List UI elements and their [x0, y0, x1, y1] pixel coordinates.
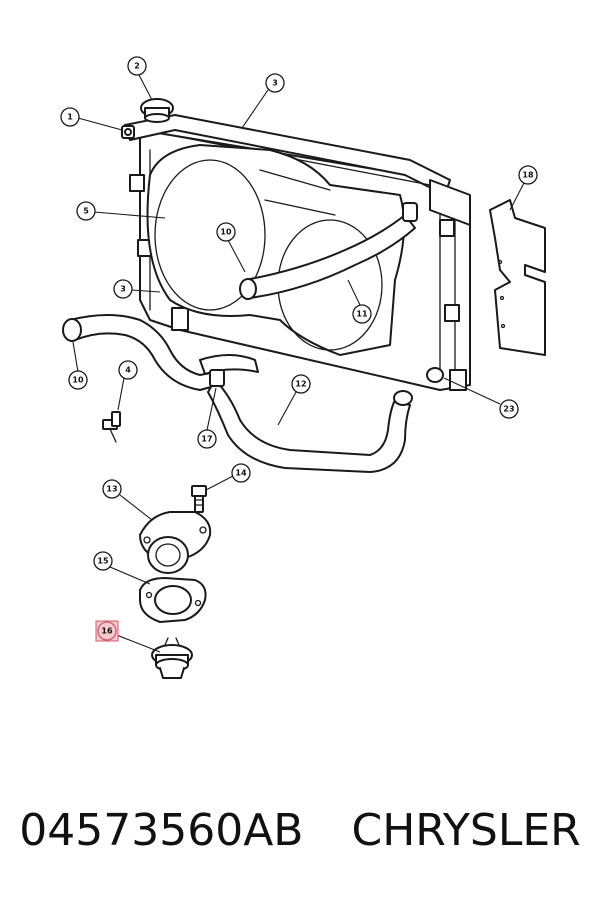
svg-text:3: 3: [272, 79, 278, 88]
fan-shroud: [146, 144, 405, 356]
svg-text:5: 5: [83, 207, 89, 216]
mount-bracket: [444, 304, 460, 322]
radiator-foot: [171, 307, 189, 331]
callout-16[interactable]: 16: [97, 621, 117, 641]
callout-12: 12: [291, 374, 311, 394]
callout-2: 2: [127, 56, 147, 76]
svg-text:15: 15: [97, 557, 109, 566]
callout-15: 15: [93, 551, 113, 571]
air-seal: [489, 199, 546, 356]
upper-radiator-hose: [239, 202, 418, 300]
svg-text:23: 23: [503, 405, 514, 414]
svg-text:14: 14: [235, 469, 247, 478]
side-bracket: [429, 179, 471, 226]
svg-text:4: 4: [125, 366, 131, 375]
svg-text:13: 13: [106, 485, 117, 494]
callout-3-top: 3: [265, 73, 285, 93]
radiator-parts-diagram: 1 2 3 5 3 10 11 10 4 17 12 18 23 14 13 1…: [60, 56, 546, 679]
thermostat-housing: [139, 511, 212, 574]
svg-text:12: 12: [295, 380, 306, 389]
callout-23: 23: [499, 399, 519, 419]
callout-17: 17: [197, 429, 217, 449]
callout-3-side: 3: [113, 279, 133, 299]
svg-text:16: 16: [101, 627, 113, 636]
callout-10-lower: 10: [68, 370, 88, 390]
callout-5: 5: [76, 201, 96, 221]
radiator-foot: [449, 369, 467, 391]
svg-text:11: 11: [356, 310, 368, 319]
svg-text:10: 10: [220, 228, 232, 237]
callout-1: 1: [60, 107, 80, 127]
mount-bracket: [439, 219, 455, 237]
hose-clamp: [209, 369, 225, 387]
housing-bolt: [191, 485, 207, 513]
svg-text:17: 17: [201, 435, 212, 444]
callout-11: 11: [352, 304, 372, 324]
brand-name: CHRYSLER: [351, 804, 581, 856]
svg-text:2: 2: [134, 62, 140, 71]
svg-text:18: 18: [522, 171, 534, 180]
svg-text:10: 10: [72, 376, 84, 385]
callout-14: 14: [231, 463, 251, 483]
callout-10-upper: 10: [216, 222, 236, 242]
radiator-cap: [140, 98, 174, 123]
svg-text:1: 1: [67, 113, 73, 122]
thermostat: [151, 637, 193, 679]
drain-petcock: [121, 125, 135, 139]
leader-lines: [72, 72, 525, 653]
part-number: 04573560AB: [19, 804, 304, 856]
callout-4: 4: [118, 360, 138, 380]
svg-text:3: 3: [120, 285, 126, 294]
callout-13: 13: [102, 479, 122, 499]
callout-18: 18: [518, 165, 538, 185]
mounting-bolt: [102, 411, 121, 443]
part-footer: 04573560AB CHRYSLER: [0, 790, 600, 870]
thermostat-gasket: [139, 577, 207, 623]
heater-hose: [207, 369, 413, 473]
mount-bracket: [129, 174, 145, 192]
radiator-isolator: [426, 367, 444, 383]
fan-left-opening: [154, 159, 266, 311]
